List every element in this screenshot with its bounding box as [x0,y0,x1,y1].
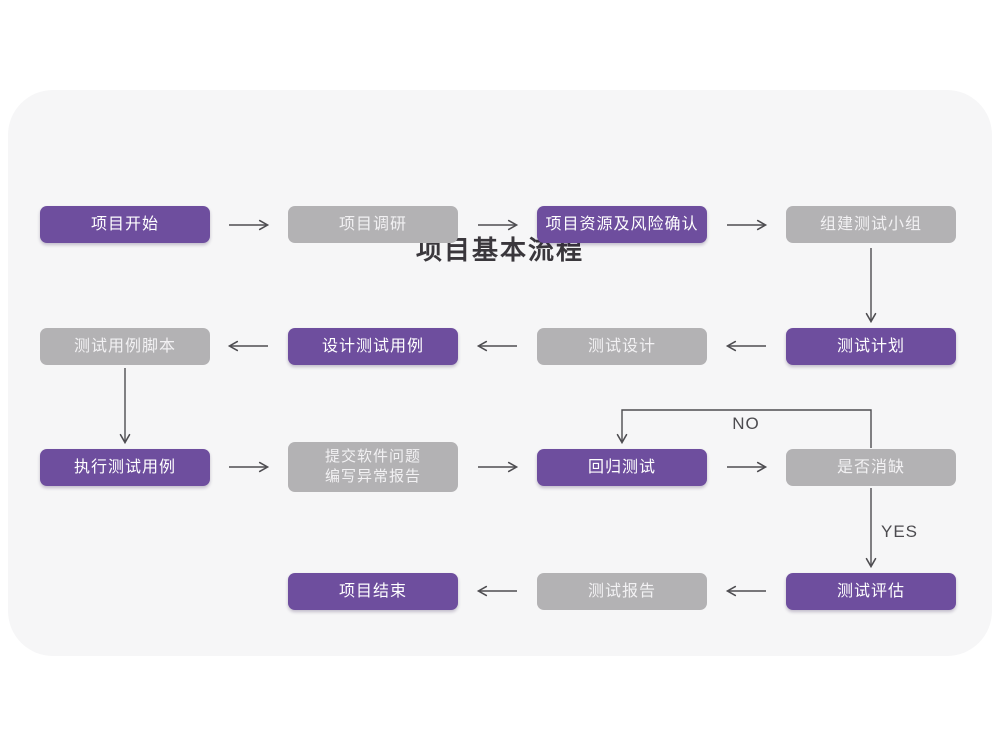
node-label: 组建测试小组 [819,215,922,233]
node-label: 测试计划 [836,337,905,355]
node-label: 执行测试用例 [73,458,176,476]
flowchart-card: 项目基本流程 [8,90,992,656]
edge-label-no: NO [732,414,760,433]
node-label: 提交软件问题 编写异常报告 [324,447,421,485]
node-label: 设计测试用例 [321,337,424,355]
node-label: 项目开始 [90,215,159,233]
node-test-case-script: 测试用例脚本 [40,328,210,365]
node-label: 项目调研 [338,215,407,233]
node-label: 项目资源及风险确认 [545,215,699,233]
node-project-start: 项目开始 [40,206,210,243]
node-project-end: 项目结束 [288,573,458,610]
node-label: 是否消缺 [836,458,905,476]
node-execute-test-cases: 执行测试用例 [40,449,210,486]
node-label: 项目结束 [338,582,407,600]
node-label: 测试评估 [836,582,905,600]
node-test-evaluation: 测试评估 [786,573,956,610]
node-test-plan: 测试计划 [786,328,956,365]
node-label: 测试设计 [587,337,656,355]
node-defect-cleared-check: 是否消缺 [786,449,956,486]
node-design-test-cases: 设计测试用例 [288,328,458,365]
node-label: 测试用例脚本 [73,337,176,355]
node-label: 回归测试 [587,458,656,476]
node-project-research: 项目调研 [288,206,458,243]
node-label: 测试报告 [587,582,656,600]
node-test-report: 测试报告 [537,573,707,610]
node-regression-test: 回归测试 [537,449,707,486]
node-submit-issue-report: 提交软件问题 编写异常报告 [288,442,458,492]
node-test-design: 测试设计 [537,328,707,365]
node-build-test-team: 组建测试小组 [786,206,956,243]
edge-label-yes: YES [881,522,919,541]
node-resources-risk-confirm: 项目资源及风险确认 [537,206,707,243]
